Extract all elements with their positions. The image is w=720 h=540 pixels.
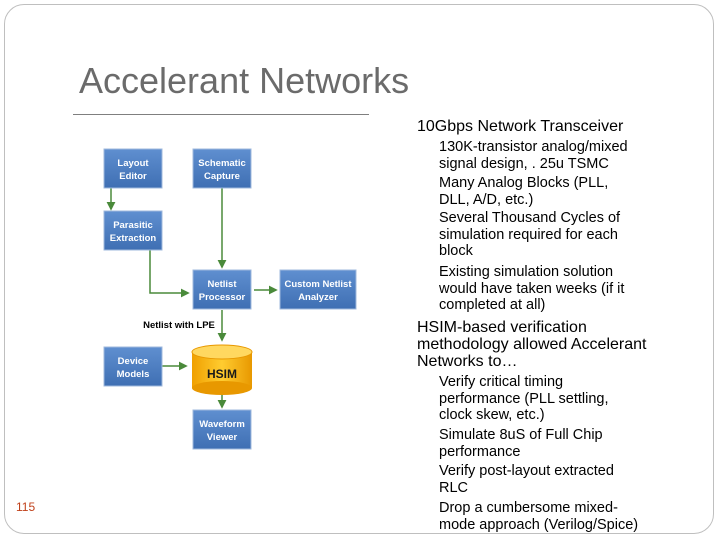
sub-bullet-line: Drop a cumbersome mixed-	[439, 500, 618, 516]
slide-title: Accelerant Networks	[79, 60, 410, 101]
sub-bullet-line: would have taken weeks (if it	[439, 280, 625, 297]
sub-bullet-line: Verify post-layout extracted	[439, 463, 614, 479]
svg-text:Editor: Editor	[119, 171, 147, 182]
custom-netlist-analyzer-box: Custom Netlist Analyzer	[279, 269, 357, 310]
slide-frame	[4, 4, 714, 534]
sub-bullet-line: Verify critical timing	[439, 374, 564, 390]
schematic-capture-box: Schematic Capture	[192, 148, 252, 189]
svg-text:Parasitic: Parasitic	[113, 220, 153, 231]
device-models-box: Device Models	[103, 346, 163, 387]
svg-text:Viewer: Viewer	[207, 432, 238, 443]
sub-bullet-line: RLC	[439, 479, 469, 496]
sub-bullet-line: Several Thousand Cycles of	[439, 210, 621, 226]
title-rule	[73, 114, 369, 115]
svg-text:Layout: Layout	[117, 158, 149, 169]
sub-bullet-line: Existing simulation solution	[439, 264, 614, 280]
sub-bullet-line: clock skew, etc.)	[439, 407, 545, 423]
sub-bullet-line: DLL, A/D, etc.)	[439, 191, 534, 208]
svg-text:Models: Models	[117, 369, 150, 380]
sub-bullet-line: Simulate 8uS of Full Chip	[439, 427, 603, 443]
sub-bullet-line: simulation required for each	[439, 226, 618, 243]
svg-text:Extraction: Extraction	[110, 233, 157, 244]
svg-text:Capture: Capture	[204, 171, 240, 182]
svg-text:Waveform: Waveform	[199, 419, 245, 430]
layout-editor-box: Layout Editor	[103, 148, 163, 189]
bullet-text: 10Gbps Network Transceiver	[417, 118, 624, 135]
svg-text:Netlist: Netlist	[207, 279, 237, 290]
svg-text:Processor: Processor	[199, 292, 246, 303]
slide-number: 115	[16, 500, 36, 514]
sub-bullet-line: signal design, . 25u TSMC	[439, 155, 609, 172]
svg-text:Analyzer: Analyzer	[298, 292, 338, 303]
sub-bullet-line: Many Analog Blocks (PLL,	[439, 175, 609, 191]
sub-bullet-line: mode approach (Verilog/Spice)	[439, 516, 639, 533]
bullet-line: Networks to…	[417, 353, 518, 370]
svg-text:Device: Device	[118, 356, 149, 367]
sub-bullet-line: performance (PLL settling,	[439, 390, 609, 407]
sub-bullet-line: completed at all)	[439, 297, 546, 313]
svg-text:Custom Netlist: Custom Netlist	[284, 279, 352, 290]
bullet-line: methodology allowed Accelerant	[417, 336, 647, 353]
bullet-line: HSIM-based verification	[417, 319, 587, 336]
parasitic-extraction-box: Parasitic Extraction	[103, 210, 163, 251]
sub-bullet-line: 130K-transistor analog/mixed	[439, 139, 628, 155]
hsim-cylinder: HSIM	[191, 344, 253, 395]
svg-text:Schematic: Schematic	[198, 158, 246, 169]
waveform-viewer-box: Waveform Viewer	[192, 409, 252, 450]
netlist-with-lpe-label: Netlist with LPE	[143, 320, 215, 331]
sub-bullet-line: block	[439, 243, 473, 259]
sub-bullet-line: performance	[439, 443, 521, 460]
netlist-processor-box: Netlist Processor	[192, 269, 252, 310]
hsim-label: HSIM	[207, 367, 237, 381]
